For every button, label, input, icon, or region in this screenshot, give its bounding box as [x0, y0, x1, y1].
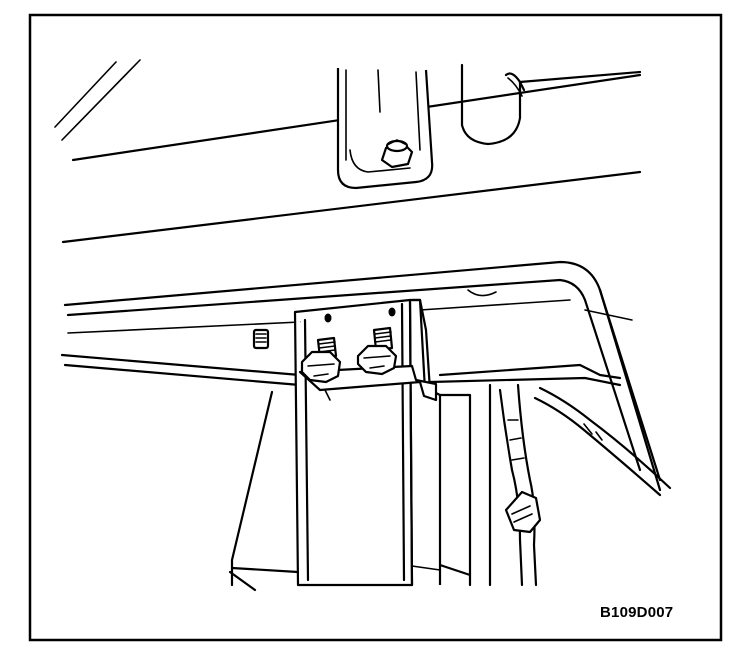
- figure-frame: [28, 13, 723, 642]
- harness-connector: [504, 490, 542, 534]
- bracket-bolt-right: [356, 326, 398, 376]
- wiring-harness: [498, 383, 672, 587]
- threaded-stud: [252, 328, 270, 350]
- upper-right-housing: [460, 63, 642, 146]
- right-frame-edge: [598, 288, 662, 492]
- frame-rail: [60, 260, 662, 482]
- lower-housing: [228, 383, 492, 592]
- bracket-bolt-left: [300, 336, 342, 384]
- upper-mount-bracket: [336, 68, 434, 190]
- lower-mount-bracket: [293, 298, 442, 587]
- figure-code: B109D007: [600, 604, 674, 621]
- window-glass-lines: [54, 59, 141, 141]
